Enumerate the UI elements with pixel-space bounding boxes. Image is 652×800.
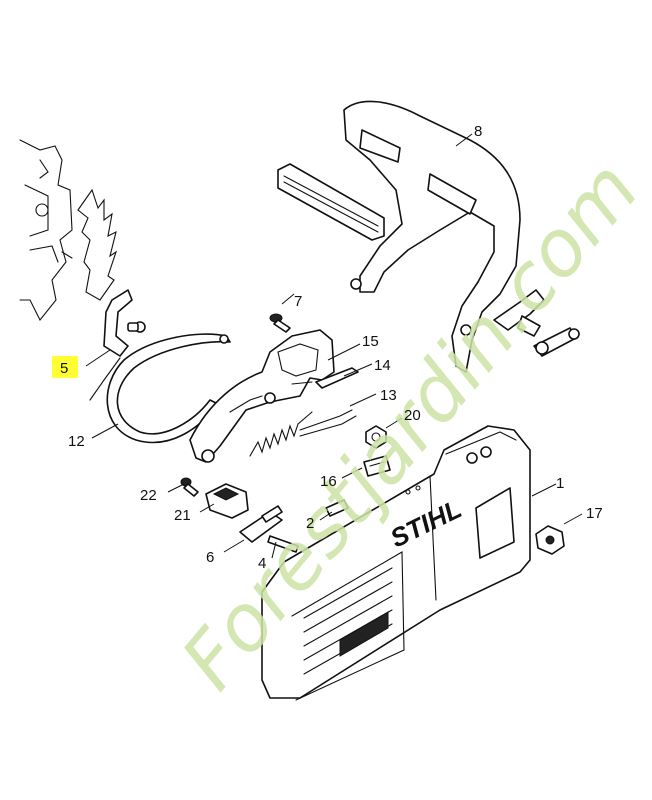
callout-8: 8 xyxy=(474,123,482,140)
callout-4: 4 xyxy=(258,555,266,572)
callout-14: 14 xyxy=(374,357,391,374)
part-15-lever-assembly xyxy=(189,329,335,463)
linkage-parts xyxy=(493,289,580,357)
leader-lines xyxy=(85,133,583,559)
callout-1: 1 xyxy=(556,475,564,492)
callout-15: 15 xyxy=(362,333,379,350)
part-12-brake-band xyxy=(106,333,231,444)
engine-fragment xyxy=(19,139,73,322)
callout-6: 6 xyxy=(206,549,214,566)
part-17-nut xyxy=(535,525,565,555)
callout-13: 13 xyxy=(380,387,397,404)
part-1-sprocket-cover: STIHL xyxy=(261,425,531,701)
part-14-rod xyxy=(315,367,359,389)
callout-5-highlight xyxy=(52,356,78,378)
part-21-block xyxy=(205,483,249,519)
part-4-pin xyxy=(267,535,299,553)
part-22-screw xyxy=(180,477,199,497)
callout-5: 5 xyxy=(60,360,68,377)
callout-2: 2 xyxy=(306,515,314,532)
part-16-plate xyxy=(363,455,391,477)
grille-plate xyxy=(277,163,385,241)
part-8-hand-guard xyxy=(343,100,521,373)
callout-20: 20 xyxy=(404,407,421,424)
spring xyxy=(249,411,313,457)
callout-12: 12 xyxy=(68,433,85,450)
part-13-wire xyxy=(299,409,357,437)
part-6-sleeve xyxy=(239,505,283,543)
callout-22: 22 xyxy=(140,487,157,504)
callout-17: 17 xyxy=(586,505,603,522)
callout-21: 21 xyxy=(174,507,191,524)
callout-16: 16 xyxy=(320,473,337,490)
bar-fragment xyxy=(77,188,118,301)
part-5-clip xyxy=(89,289,146,401)
callout-7: 7 xyxy=(294,293,302,310)
part-7-screw xyxy=(269,313,291,333)
part-20-nut xyxy=(365,425,387,449)
